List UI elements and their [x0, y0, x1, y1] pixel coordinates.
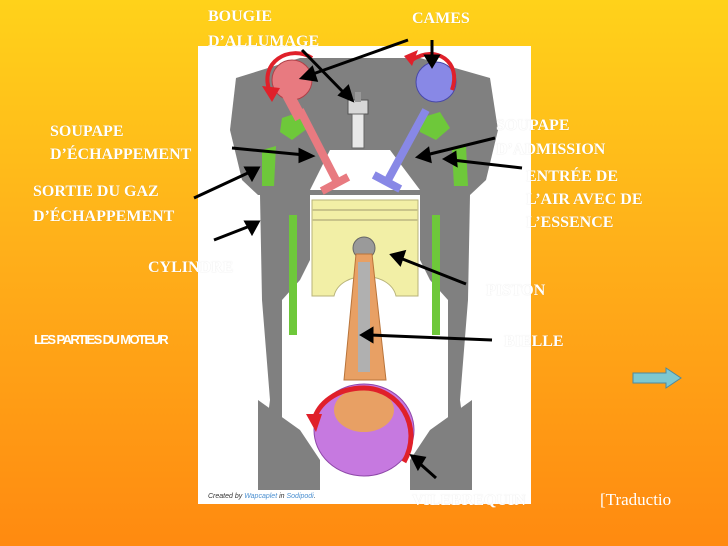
label-cylindre: CYLINDRE: [148, 259, 234, 276]
coolant-head-right: [420, 112, 450, 140]
label-soupape-echappement-line2: D’ÉCHAPPEMENT: [50, 146, 192, 163]
label-soupape-admission-line1: SOUPAPE: [496, 117, 570, 134]
label-entree-air-line2: L’AIR AVEC DE: [526, 191, 643, 208]
credit-tool-link[interactable]: Sodipodi: [286, 493, 314, 500]
spark-plug: [347, 92, 369, 149]
label-entree-air-line1: ENTRÉE DE: [526, 168, 619, 185]
credit-author-link[interactable]: Wapcaplet: [244, 493, 278, 500]
label-soupape-admission-line2: D’ADMISSION: [496, 141, 606, 158]
coolant-wall-right: [432, 215, 440, 335]
intake-valve: [371, 61, 457, 193]
right-arrow-icon: [632, 367, 682, 389]
crank-rotation-arrow: [311, 385, 414, 464]
label-cames: CAMES: [412, 10, 470, 27]
label-soupape-echappement-line1: SOUPAPE: [50, 123, 124, 140]
label-sortie-gaz-line1: SORTIE DU GAZ: [33, 183, 159, 200]
label-bielle: BIELLE: [504, 333, 564, 350]
credit-text: Created by Wapcaplet in Sodipodi.: [208, 493, 316, 500]
coolant-head-left-2: [262, 146, 276, 186]
next-slide-button[interactable]: [632, 367, 682, 389]
label-bougie-line2: D’ALLUMAGE: [208, 33, 320, 50]
diagram-title: LES PARTIES DU MOTEUR: [34, 332, 169, 347]
label-vilebrequin: VILEBREQUIN: [412, 492, 526, 509]
coolant-wall-left: [289, 215, 297, 335]
label-sortie-gaz-line2: D’ÉCHAPPEMENT: [33, 208, 175, 225]
cam-rotation-arrow-right: [410, 52, 456, 91]
label-entree-air-line3: L’ESSENCE: [526, 214, 614, 231]
label-piston: PISTON: [486, 282, 546, 299]
pointer-arrows: [193, 38, 523, 480]
label-bougie-line1: BOUGIE: [208, 8, 273, 25]
translation-link[interactable]: [Traductio: [600, 490, 672, 509]
exhaust-valve: [271, 59, 351, 195]
